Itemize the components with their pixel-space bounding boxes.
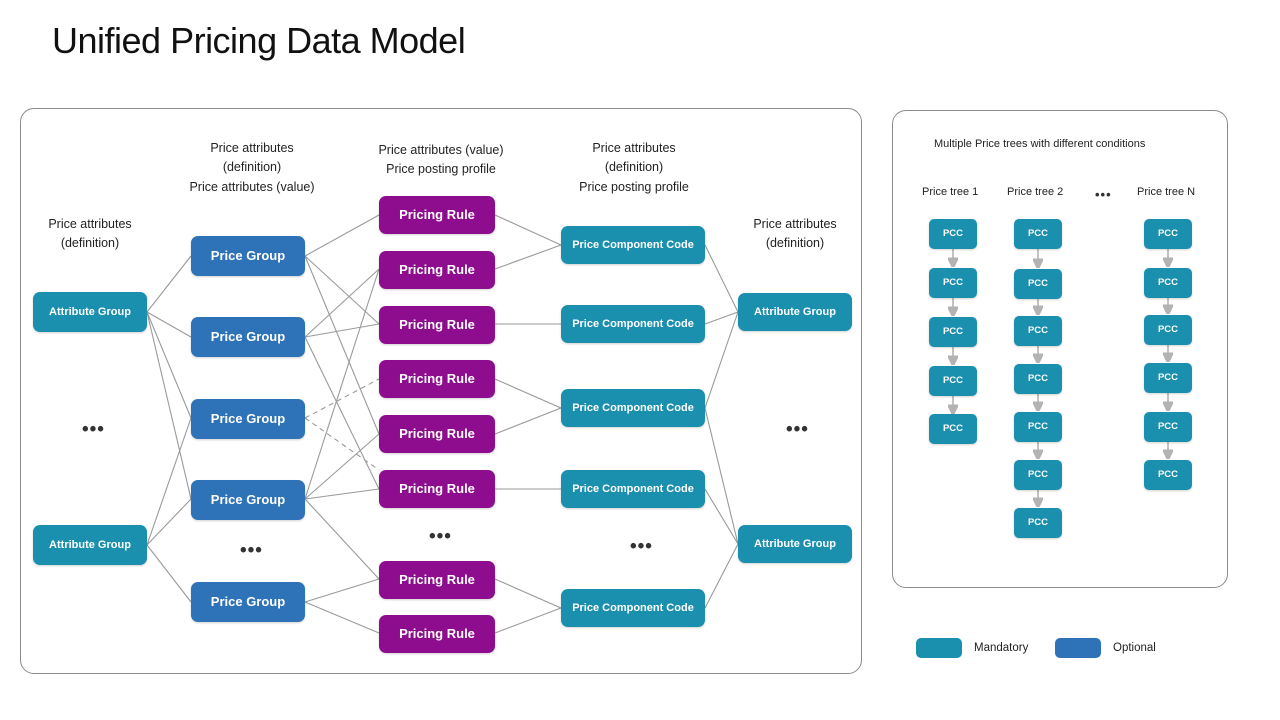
- tree-2-pcc-2[interactable]: PCC: [1014, 269, 1062, 299]
- legend-label-mandatory: Mandatory: [974, 642, 1029, 654]
- caption-line: Price posting profile: [386, 162, 496, 177]
- tree-3-pcc-1[interactable]: PCC: [1144, 219, 1192, 249]
- node-pricing-rule-5[interactable]: Pricing Rule: [379, 415, 495, 453]
- node-price-group-5[interactable]: Price Group: [191, 582, 305, 622]
- ellipsis-price-group: •••: [240, 540, 263, 561]
- price-tree-label-1: Price tree 1: [922, 186, 979, 198]
- tree-3-pcc-6[interactable]: PCC: [1144, 460, 1192, 490]
- price-tree-label-2: Price tree 2: [1007, 186, 1064, 198]
- node-price-group-3[interactable]: Price Group: [191, 399, 305, 439]
- node-pricing-rule-3[interactable]: Pricing Rule: [379, 306, 495, 344]
- caption-line: Price attributes: [753, 217, 837, 231]
- caption-pricing-rule: Price attributes (value) Price posting p…: [355, 141, 527, 180]
- node-price-component-code-4[interactable]: Price Component Code: [561, 470, 705, 508]
- node-attribute-group-left-1[interactable]: Attribute Group: [33, 292, 147, 332]
- caption-line: (definition): [60, 236, 120, 251]
- node-pricing-rule-8[interactable]: Pricing Rule: [379, 615, 495, 653]
- caption-line: Price attributes: [48, 217, 132, 231]
- caption-price-group: Price attributes (definition) Price attr…: [176, 139, 328, 197]
- tree-2-pcc-1[interactable]: PCC: [1014, 219, 1062, 249]
- caption-attribute-group-right: Price attributes (definition): [729, 215, 861, 254]
- node-attribute-group-right-2[interactable]: Attribute Group: [738, 525, 852, 563]
- ellipsis-pricing-rule: •••: [429, 526, 452, 547]
- node-price-component-code-2[interactable]: Price Component Code: [561, 305, 705, 343]
- ellipsis-price-component-code: •••: [630, 536, 653, 557]
- caption-price-component-code: Price attributes (definition) Price post…: [548, 139, 720, 197]
- ellipsis-attribute-group-right: •••: [786, 419, 809, 440]
- tree-2-pcc-5[interactable]: PCC: [1014, 412, 1062, 442]
- caption-line: (definition): [765, 236, 825, 251]
- tree-3-pcc-5[interactable]: PCC: [1144, 412, 1192, 442]
- caption-line: (definition): [604, 160, 664, 175]
- node-pricing-rule-6[interactable]: Pricing Rule: [379, 470, 495, 508]
- caption-attribute-group-left: Price attributes (definition): [24, 215, 156, 254]
- node-price-component-code-1[interactable]: Price Component Code: [561, 226, 705, 264]
- tree-3-pcc-3[interactable]: PCC: [1144, 315, 1192, 345]
- caption-line: Price posting profile: [579, 179, 689, 194]
- tree-2-pcc-4[interactable]: PCC: [1014, 364, 1062, 394]
- node-price-group-2[interactable]: Price Group: [191, 317, 305, 357]
- caption-line: Price attributes: [592, 141, 676, 155]
- node-attribute-group-right-1[interactable]: Attribute Group: [738, 293, 852, 331]
- node-price-component-code-5[interactable]: Price Component Code: [561, 589, 705, 627]
- tree-1-pcc-5[interactable]: PCC: [929, 414, 977, 444]
- caption-line: (definition): [222, 160, 282, 175]
- tree-3-pcc-2[interactable]: PCC: [1144, 268, 1192, 298]
- tree-1-pcc-3[interactable]: PCC: [929, 317, 977, 347]
- tree-2-pcc-6[interactable]: PCC: [1014, 460, 1062, 490]
- caption-line: Price attributes (value): [189, 179, 315, 194]
- node-price-group-1[interactable]: Price Group: [191, 236, 305, 276]
- tree-1-pcc-2[interactable]: PCC: [929, 268, 977, 298]
- legend-swatch-optional: [1055, 638, 1101, 658]
- node-pricing-rule-4[interactable]: Pricing Rule: [379, 360, 495, 398]
- node-pricing-rule-2[interactable]: Pricing Rule: [379, 251, 495, 289]
- page-title: Unified Pricing Data Model: [52, 20, 466, 61]
- tree-1-pcc-4[interactable]: PCC: [929, 366, 977, 396]
- ellipsis-attribute-group-left: •••: [82, 419, 105, 440]
- legend-label-optional: Optional: [1113, 642, 1156, 654]
- node-attribute-group-left-2[interactable]: Attribute Group: [33, 525, 147, 565]
- legend-swatch-mandatory: [916, 638, 962, 658]
- caption-line: Price attributes (value): [378, 143, 504, 157]
- node-pricing-rule-7[interactable]: Pricing Rule: [379, 561, 495, 599]
- caption-line: Price attributes: [210, 141, 294, 155]
- price-trees-heading: Multiple Price trees with different cond…: [934, 138, 1146, 150]
- price-tree-label-3: Price tree N: [1137, 186, 1196, 198]
- tree-1-pcc-1[interactable]: PCC: [929, 219, 977, 249]
- node-price-group-4[interactable]: Price Group: [191, 480, 305, 520]
- tree-3-pcc-4[interactable]: PCC: [1144, 363, 1192, 393]
- tree-2-pcc-3[interactable]: PCC: [1014, 316, 1062, 346]
- tree-2-pcc-7[interactable]: PCC: [1014, 508, 1062, 538]
- node-pricing-rule-1[interactable]: Pricing Rule: [379, 196, 495, 234]
- ellipsis-price-trees: •••: [1095, 187, 1112, 202]
- node-price-component-code-3[interactable]: Price Component Code: [561, 389, 705, 427]
